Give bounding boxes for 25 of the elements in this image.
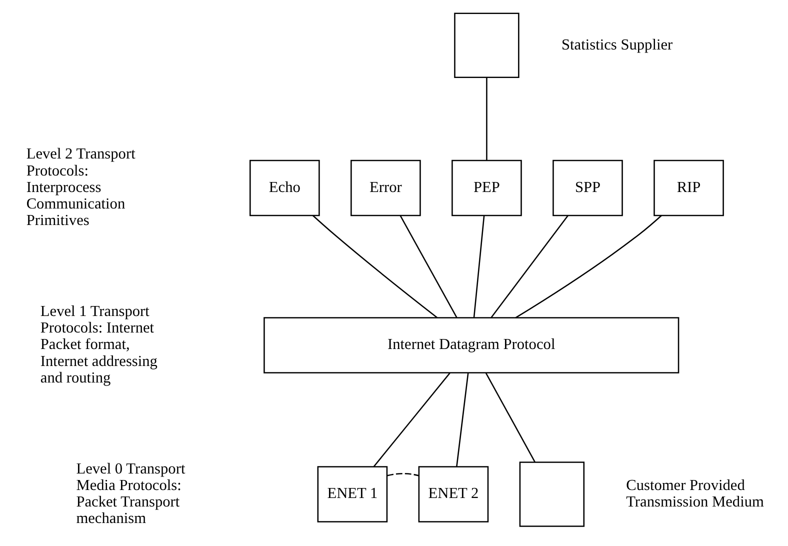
node-label: Statistics Supplier	[562, 36, 673, 54]
connector	[485, 372, 536, 462]
node-box: ENET 2	[418, 466, 489, 522]
label: Level 0 Transport Media Protocols: Packet Transport mechanism	[76, 460, 186, 528]
node-box	[454, 12, 520, 78]
node-box: PEP	[452, 160, 522, 216]
connector	[312, 215, 438, 318]
label: Level 2 Transport Protocols: Interprocess Communication Primitives	[26, 146, 136, 230]
label: Level 1 Transport Protocols: Internet Packet format, Internet addressing and routing	[40, 302, 158, 386]
connector	[486, 77, 488, 160]
connector	[456, 372, 469, 467]
connector	[400, 215, 458, 318]
node-label: Customer Provided Transmission Medium	[626, 476, 764, 511]
node-box: Echo	[250, 160, 320, 216]
connector	[387, 472, 419, 476]
connector	[490, 215, 568, 318]
node-box: Error	[350, 160, 421, 216]
node-box	[519, 462, 585, 527]
node-box: Internet Datagram Protocol	[264, 317, 680, 374]
connector	[515, 215, 662, 318]
connector	[473, 215, 485, 318]
node-box: RIP	[654, 160, 724, 216]
node-box: SPP	[552, 160, 623, 216]
connector	[373, 372, 450, 468]
node-box: ENET 1	[317, 466, 388, 522]
